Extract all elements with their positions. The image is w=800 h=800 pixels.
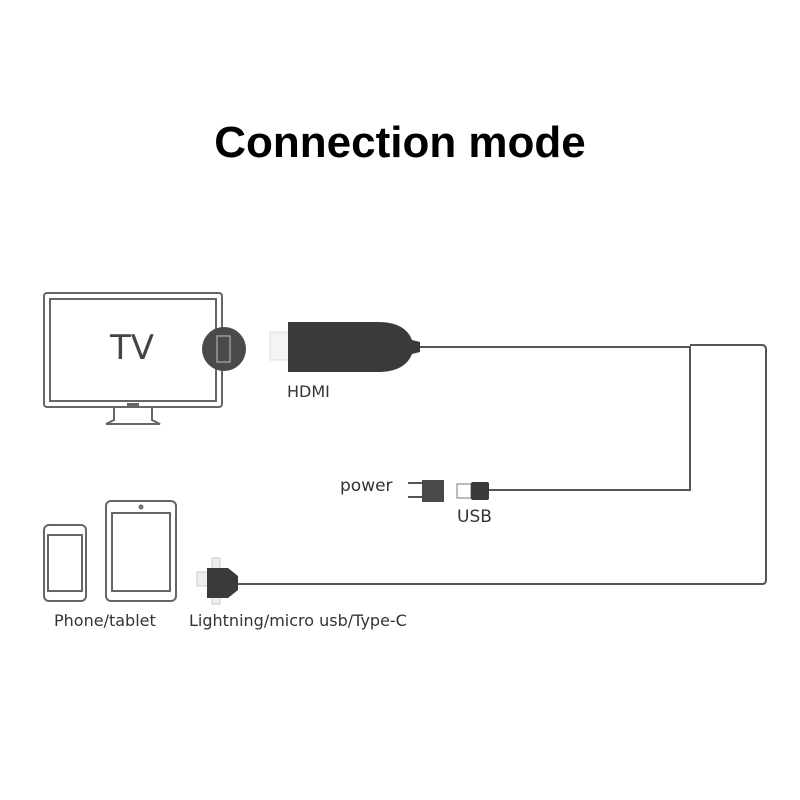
multi-connector-icon xyxy=(196,557,238,605)
usb-plug-icon xyxy=(456,482,489,500)
page-title: Connection mode xyxy=(214,118,586,167)
usb-label: USB xyxy=(457,507,492,527)
tablet-icon xyxy=(105,500,177,602)
hdmi-dongle-icon xyxy=(269,322,420,372)
cables xyxy=(236,344,767,585)
connector-label: Lightning/micro usb/Type-C xyxy=(189,611,407,630)
power-label: power xyxy=(340,476,393,496)
hdmi-label: HDMI xyxy=(287,382,330,401)
hdmi-port-icon xyxy=(202,327,246,371)
phone-tablet-label: Phone/tablet xyxy=(54,611,156,630)
phone-icon xyxy=(43,524,87,602)
tv-label: TV xyxy=(110,328,155,368)
power-adapter-icon xyxy=(408,480,444,502)
